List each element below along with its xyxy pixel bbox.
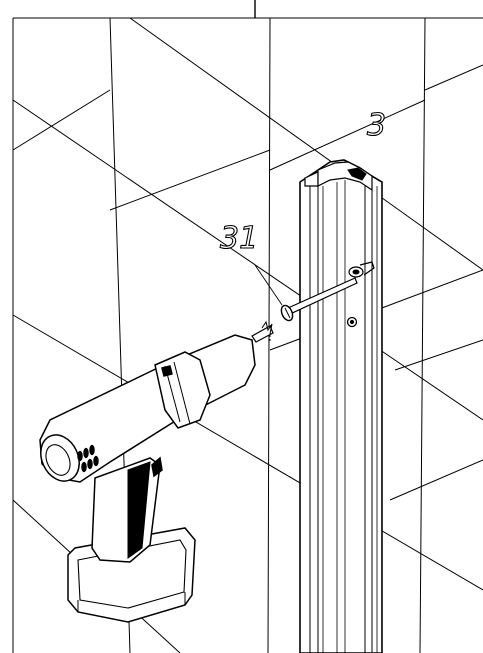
cordless-drill bbox=[39, 320, 274, 623]
screw bbox=[280, 277, 358, 322]
part-label-profile: 3 bbox=[367, 108, 386, 143]
wall-profile bbox=[299, 159, 383, 653]
callout-leaders bbox=[254, 264, 283, 342]
part-label-screw: 31 bbox=[220, 221, 258, 256]
